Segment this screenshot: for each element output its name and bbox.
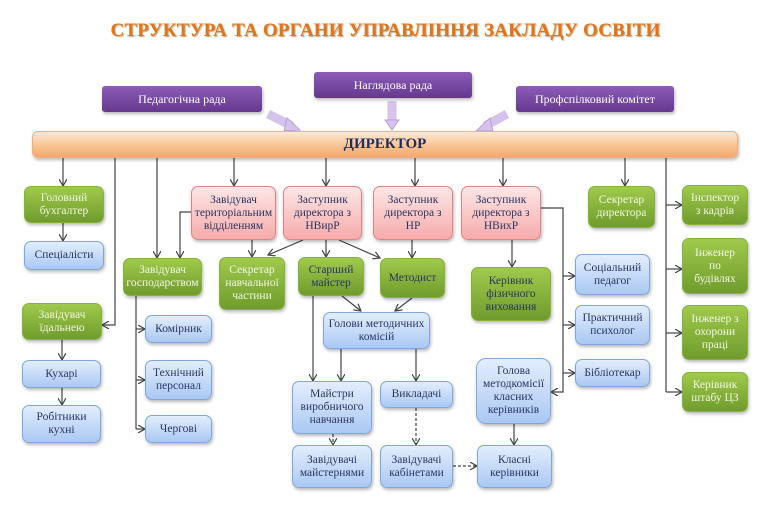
workshop-heads-box: Завідувачі майстернями <box>292 445 372 488</box>
pe-head-box: Керівник фізичного виховання <box>471 267 551 321</box>
academic-secretary-box: Секретар навчальної частини <box>219 257 285 310</box>
branch-head-box: Завідувач територіальним відділенням <box>191 186 276 240</box>
trade-union-box: Профспілковий комітет <box>516 86 674 112</box>
director-box: ДИРЕКТОР <box>32 131 738 158</box>
classroom-heads-box: Завідувачі кабінетами <box>380 445 453 488</box>
chief-accountant-box: Головний бухгалтер <box>24 186 104 223</box>
deputy-nvykhr-box: Заступник директора з НВихР <box>461 186 541 240</box>
class-commission-head-box: Голова методкомісії класних керівників <box>476 358 551 424</box>
technical-staff-box: Технічний персонал <box>145 360 212 400</box>
hr-inspector-box: Інспектор з кадрів <box>682 185 748 225</box>
specialists-box: Спеціалісти <box>24 241 104 270</box>
canteen-head-box: Завідувач їдальнею <box>22 303 102 340</box>
duty-staff-box: Чергові <box>145 415 212 443</box>
senior-master-box: Старший майстер <box>298 257 364 296</box>
pedagogical-council-box: Педагогічна рада <box>102 86 262 112</box>
teachers-box: Викладачі <box>380 381 453 408</box>
director-secretary-box: Секретар директора <box>588 186 655 228</box>
building-engineer-box: Інженер по будівлях <box>682 238 748 294</box>
storekeeper-box: Комірник <box>145 315 212 343</box>
safety-engineer-box: Інженер з охорони праці <box>682 305 748 360</box>
diagram-title: СТРУКТУРА ТА ОРГАНИ УПРАВЛІННЯ ЗАКЛАДУ О… <box>110 20 661 41</box>
household-head-box: Завідувач господарством <box>123 258 202 296</box>
methodist-box: Методист <box>380 258 445 298</box>
class-teachers-box: Класні керівники <box>477 445 552 488</box>
librarian-box: Бібліотекар <box>575 359 650 387</box>
deputy-nvirr-box: Заступник директора з НВирР <box>283 186 362 240</box>
kitchen-workers-box: Робітники кухні <box>22 405 101 443</box>
training-masters-box: Майстри виробничого навчання <box>292 381 372 434</box>
supervisory-board-box: Наглядова рада <box>314 72 472 98</box>
cooks-box: Кухарі <box>22 360 101 388</box>
civil-defense-head-box: Керівник штабу ЦЗ <box>682 372 748 412</box>
psychologist-box: Практичний психолог <box>575 305 650 345</box>
deputy-nr-box: Заступник директора з НР <box>373 186 453 240</box>
social-pedagogue-box: Соціальний педагог <box>575 254 650 295</box>
commission-heads-box: Голови методичних комісій <box>323 312 430 349</box>
